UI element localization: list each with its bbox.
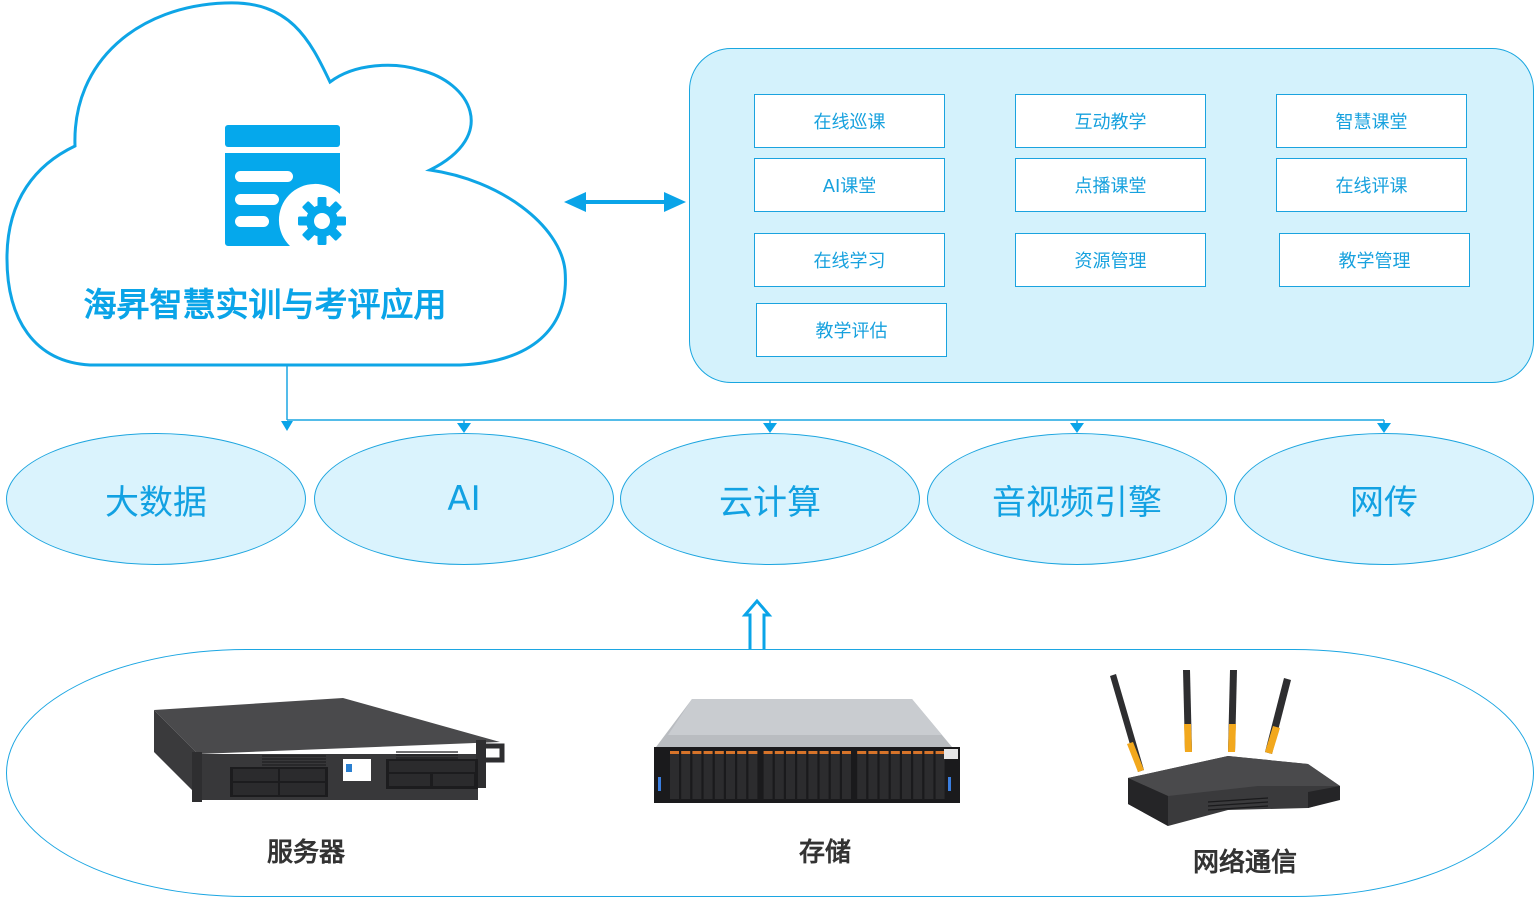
drive-bay [703,751,713,799]
drive-bay [763,751,773,799]
drive-bay-handle [703,751,713,754]
module-interactive-teaching[interactable]: 互动教学 [1015,94,1206,148]
drive-bay [692,751,702,799]
drive-bay [924,751,934,799]
drive-bay [879,751,889,799]
drive-bay [842,751,851,799]
drive-bay [913,751,923,799]
drive-bay [737,751,747,799]
drive-bay-handle [842,751,851,754]
tech-big-data[interactable]: 大数据 [6,433,306,565]
drive-bay-handle [748,751,758,754]
arrowhead [457,423,471,433]
drive-bay-handle [935,751,945,754]
module-resource-management[interactable]: 资源管理 [1015,233,1206,287]
drive-bay [670,751,679,799]
drive-bay-handle [797,751,807,754]
storage-array-icon [654,699,960,803]
drive-bay-handle [857,751,867,754]
drive-bay-handle [868,751,878,754]
wifi-router-icon [1110,670,1340,826]
drive-bay-handle [902,751,911,754]
arrowhead [1070,423,1084,433]
drive-bay [748,751,758,799]
application-title: 海昇智慧实训与考评应用 [83,285,447,324]
drive-bay-handle [692,751,702,754]
drive-bay-handle [763,751,773,754]
drive-bay-handle [890,751,900,754]
drive-bay-handle [913,751,923,754]
double-up-arrow [741,598,773,649]
module-ai-classroom[interactable]: AI课堂 [754,158,945,212]
drive-bay [681,751,691,799]
drive-bay-handle [737,751,747,754]
arrowhead [281,421,293,431]
drive-bay [808,751,818,799]
distribution-arrowheads [281,421,1391,433]
drive-bay [890,751,900,799]
hardware-label-storage: 存储 [798,838,851,868]
drive-bay-handle [879,751,889,754]
distribution-connector [286,366,1385,424]
drive-bay [830,751,840,799]
arrowhead [1377,423,1391,433]
drive-bay [868,751,878,799]
module-online-evaluation[interactable]: 在线评课 [1276,158,1467,212]
drive-bay-handle [819,751,829,754]
drive-bay [774,751,784,799]
app-settings-icon [225,125,346,246]
module-teaching-management[interactable]: 教学管理 [1279,233,1470,287]
drive-bay [935,751,945,799]
drive-bay [857,751,867,799]
hardware-label-server: 服务器 [266,838,345,868]
drive-bay-handle [681,751,691,754]
drive-bay-handle [726,751,735,754]
bidirectional-arrow [564,192,686,212]
drive-bay [714,751,724,799]
tech-cloud-computing[interactable]: 云计算 [620,433,920,565]
drive-bay [902,751,911,799]
tech-ai[interactable]: AI [314,433,614,565]
module-online-patrol[interactable]: 在线巡课 [754,94,945,148]
drive-bay-handle [830,751,840,754]
drive-bay [786,751,795,799]
module-teaching-assessment[interactable]: 教学评估 [756,303,947,357]
module-vod-classroom[interactable]: 点播课堂 [1015,158,1206,212]
arrowhead [763,423,777,433]
tech-network-transfer[interactable]: 网传 [1234,433,1534,565]
drive-bay-handle [808,751,818,754]
drive-bay-handle [924,751,934,754]
drive-bay-handle [714,751,724,754]
drive-bay-handle [774,751,784,754]
module-smart-classroom[interactable]: 智慧课堂 [1276,94,1467,148]
drive-bay [797,751,807,799]
tech-av-engine[interactable]: 音视频引擎 [927,433,1227,565]
module-online-learning[interactable]: 在线学习 [754,233,945,287]
rack-server-icon [154,698,505,802]
hardware-label-network: 网络通信 [1192,848,1297,878]
drive-bay-handle [786,751,795,754]
drive-bay-handle [670,751,679,754]
drive-bay [819,751,829,799]
drive-bay [726,751,735,799]
